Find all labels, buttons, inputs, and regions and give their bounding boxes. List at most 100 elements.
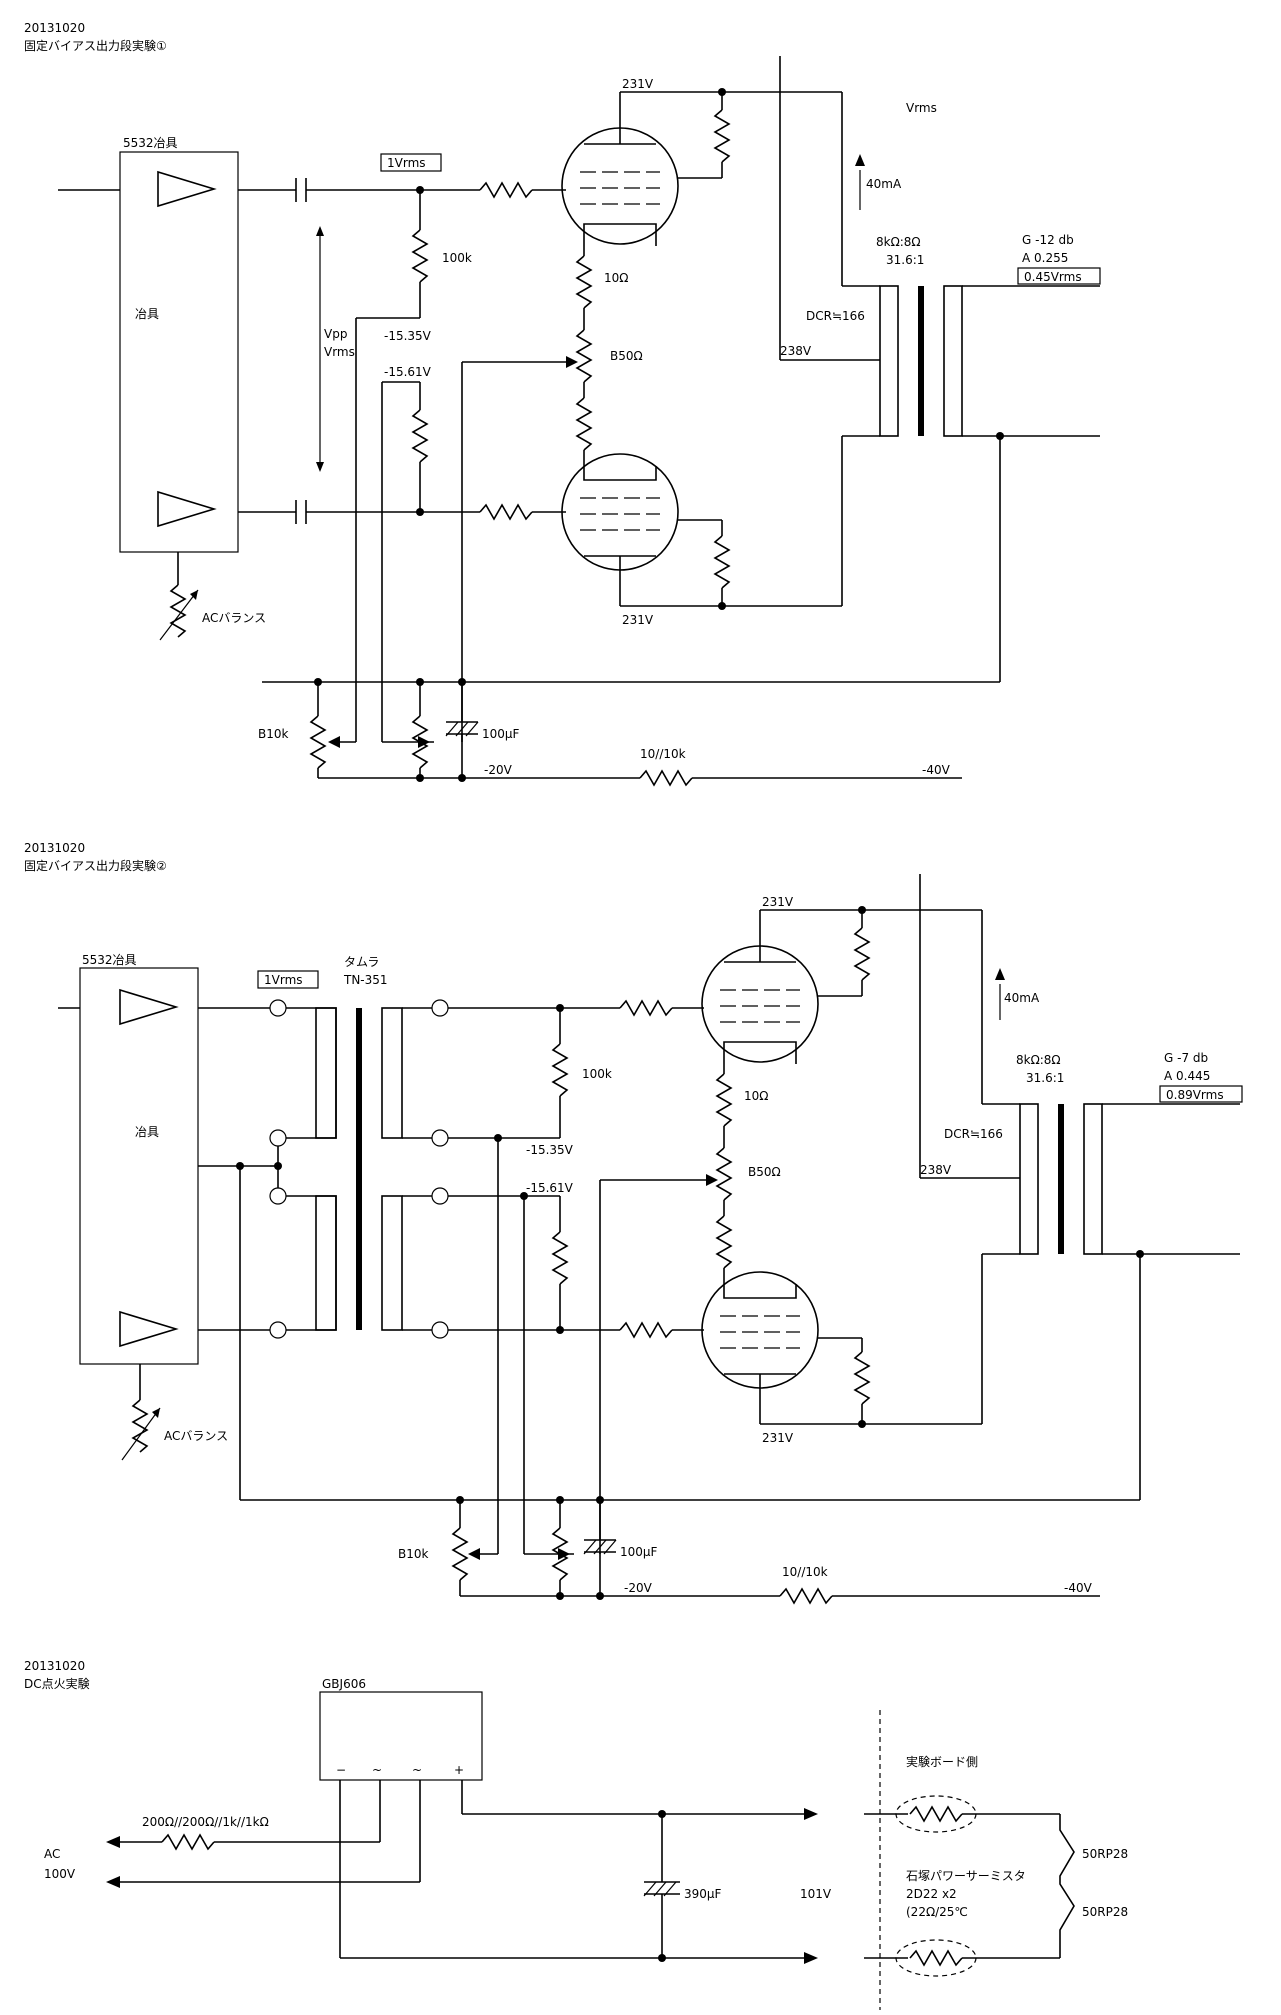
jig-label: 5532冶具 [123, 136, 178, 150]
diagram-title: DC点火実験 [24, 1676, 90, 1691]
input-level: 1Vrms [264, 973, 303, 987]
plate-bottom-voltage: 231V [762, 1431, 794, 1445]
gain-label: G -7 db [1164, 1051, 1208, 1065]
pin-ac2: ~ [412, 1763, 422, 1777]
diagram-title: 固定バイアス出力段実験① [24, 38, 167, 53]
output-level-box [1159, 1085, 1243, 1103]
inrush-resistor-label: 200Ω//200Ω//1k//1kΩ [142, 1815, 269, 1829]
opamp-top-icon [157, 170, 217, 208]
amp-label: A 0.445 [1164, 1069, 1210, 1083]
cathode-lower-resistor-icon [716, 1215, 732, 1269]
input-transformer-icon [286, 1007, 403, 1331]
neg20-voltage: -20V [484, 763, 513, 777]
grid-stopper-bottom-icon [479, 504, 533, 520]
opamp-top-icon [119, 988, 179, 1026]
series-resistor-icon [639, 770, 693, 786]
grid-stopper-bottom-icon [619, 1322, 673, 1338]
coupling-cap-top-icon [295, 178, 307, 202]
bias1-voltage: -15.35V [526, 1143, 574, 1157]
cathode-resistor-label: 10Ω [744, 1089, 768, 1103]
transformer-ratio: 8kΩ:8Ω [1016, 1053, 1061, 1067]
bias-pot-1-icon [310, 715, 326, 769]
cathode-balance-pot-icon [576, 329, 592, 383]
grid-resistor-top-icon [412, 229, 428, 283]
transformer-ratio: 8kΩ:8Ω [876, 235, 921, 249]
series-resistor-label: 10//10k [640, 747, 686, 761]
output-level: 0.89Vrms [1166, 1088, 1224, 1102]
filter-cap-icon [643, 1881, 680, 1897]
bias-pot-1-icon [452, 1527, 468, 1581]
dcr-label: DCR≒166 [944, 1127, 1003, 1141]
bias-cap-label: 100μF [620, 1545, 658, 1559]
power-tube-top-icon [561, 127, 679, 246]
plate-top-voltage: 231V [762, 895, 794, 909]
heater-2-label: 50RP28 [1082, 1905, 1128, 1919]
grid-resistor-label: 100k [582, 1067, 612, 1081]
thermistor-2-icon [909, 1950, 963, 1966]
pin-ac1: ~ [372, 1763, 382, 1777]
b-plus-voltage: 238V [780, 344, 812, 358]
ac-balance-label: ACバランス [202, 611, 266, 625]
bias-pot-label: B10k [398, 1547, 429, 1561]
output-level: 0.45Vrms [1024, 270, 1082, 284]
pin-minus: − [336, 1763, 346, 1777]
neg40-voltage: -40V [1064, 1581, 1093, 1595]
bridge-rectifier-icon [319, 1691, 483, 1781]
cathode-resistor-icon [716, 1073, 732, 1127]
output-transformer-icon [1019, 1103, 1103, 1255]
gain-label: G -12 db [1022, 233, 1074, 247]
ac-balance-pot-icon [132, 1399, 148, 1453]
board-side-label: 実験ボード側 [906, 1754, 978, 1769]
filter-cap-label: 390μF [684, 1887, 722, 1901]
diagram-1: 20131020 固定バイアス出力段実験① 5532冶具 冶具 ACバランス 1… [24, 21, 1101, 786]
cathode-resistor-icon [576, 255, 592, 309]
thermistor-maker: 石塚パワーサーミスタ [906, 1869, 1026, 1883]
ac-voltage-label: 100V [44, 1867, 76, 1881]
bias1-voltage: -15.35V [384, 329, 432, 343]
diagram-3: 20131020 DC点火実験 GBJ606 − ~ ~ + 200Ω//200… [24, 1659, 1128, 2010]
jig-label: 5532冶具 [82, 953, 137, 967]
bias2-voltage: -15.61V [384, 365, 432, 379]
thermistor-1-icon [909, 1806, 963, 1822]
dcr-label: DCR≒166 [806, 309, 865, 323]
screen-resistor-bottom-icon [714, 535, 730, 589]
transformer-model: TN-351 [343, 973, 388, 987]
grid-resistor-label: 100k [442, 251, 472, 265]
screen-resistor-top-icon [854, 927, 870, 981]
ac-balance-label: ACバランス [164, 1429, 228, 1443]
transformer-turns: 31.6:1 [886, 253, 924, 267]
vpp-label: Vpp [324, 327, 347, 341]
current-label: 40mA [1004, 991, 1040, 1005]
grid-stopper-top-icon [619, 1000, 673, 1016]
b-plus-voltage: 238V [920, 1163, 952, 1177]
jig-box [79, 967, 199, 1365]
thermistor-model: 2D22 x2 [906, 1887, 957, 1901]
grid-resistor-bottom-icon [552, 1231, 568, 1285]
cathode-pot-label: B50Ω [748, 1165, 781, 1179]
grid-stopper-top-icon [479, 182, 533, 198]
cathode-lower-resistor-icon [576, 397, 592, 451]
date-label: 20131020 [24, 841, 85, 855]
current-label: 40mA [866, 177, 902, 191]
transformer-maker: タムラ [344, 955, 379, 969]
power-tube-bottom-icon [701, 1271, 819, 1424]
power-tube-top-icon [701, 945, 819, 1064]
input-level-box [257, 970, 319, 989]
diagram-2: 20131020 固定バイアス出力段実験② 5532冶具 冶具 ACバランス 1… [24, 841, 1243, 1604]
rectifier-label: GBJ606 [322, 1677, 366, 1691]
bias-cap-icon [445, 721, 479, 737]
output-transformer-icon [879, 285, 963, 437]
opamp-bottom-icon [119, 1310, 179, 1348]
date-label: 20131020 [24, 1659, 85, 1673]
pin-plus: + [454, 1763, 464, 1777]
vrms-left-label: Vrms [324, 345, 355, 359]
bias-pot-label: B10k [258, 727, 289, 741]
input-level-box [380, 153, 442, 172]
input-level: 1Vrms [387, 156, 426, 170]
neg20-voltage: -20V [624, 1581, 653, 1595]
cathode-balance-pot-icon [716, 1147, 732, 1201]
ac-label: AC [44, 1847, 60, 1861]
grid-resistor-top-icon [552, 1043, 568, 1097]
screen-resistor-bottom-icon [854, 1351, 870, 1405]
